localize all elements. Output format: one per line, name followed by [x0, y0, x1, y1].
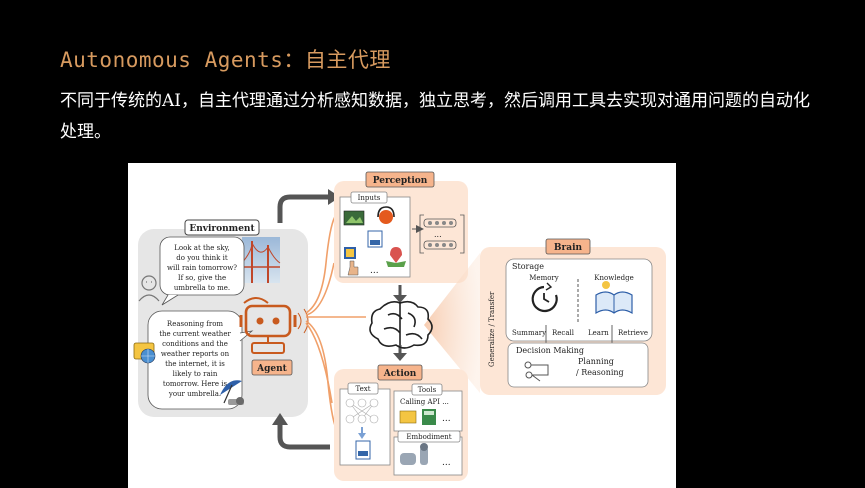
reasoning-label: / Reasoning — [576, 368, 624, 377]
agent-bubble-line-7: tomorrow. Here is — [163, 380, 228, 388]
decision-making-label: Decision Making — [516, 346, 584, 355]
slide-description: 不同于传统的AI，自主代理通过分析感知数据，独立思考，然后调用工具去实现对通用问… — [60, 91, 810, 142]
action-panel: Action Text Tools Calling API ... ... Em… — [334, 364, 468, 481]
brain-panel: Brain Generalize / Transfer Storage Memo… — [480, 238, 666, 395]
agent-bubble-line-2: the current weather — [159, 330, 231, 338]
agent-bubble-line-6: likely to rain — [173, 370, 218, 378]
bridge-photo — [242, 237, 280, 283]
human-speech-bubble: Look at the sky, do you think it will ra… — [159, 236, 245, 306]
action-label: Action — [383, 369, 417, 379]
knowledge-book-icon — [595, 281, 633, 315]
agent-label: Agent — [256, 364, 288, 374]
audio-input-icon — [377, 206, 395, 224]
agent-bubble-line-8: your umbrella. — [168, 390, 221, 398]
umbrella-icon — [220, 380, 242, 404]
embedding-ellipsis: ... — [434, 230, 442, 239]
human-bubble-line-3: will rain tomorrow? — [167, 264, 237, 272]
agent-bubble-line-1: Reasoning from — [167, 320, 224, 328]
learn-label: Learn — [588, 329, 609, 337]
environment-panel: Environment Look at the sky, do you thin… — [133, 219, 308, 417]
agent-diagram: Environment Look at the sky, do you thin… — [128, 163, 676, 488]
touch-input-icon — [347, 260, 359, 276]
generalize-transfer-label: Generalize / Transfer — [488, 291, 496, 367]
brain-icon — [369, 300, 433, 349]
tools-label: Tools — [418, 386, 437, 394]
robot-hand-icon — [400, 443, 428, 465]
human-bubble-line-1: Look at the sky, — [174, 244, 230, 252]
planning-flow-icon — [524, 361, 549, 382]
folder-icon — [399, 410, 417, 424]
recall-label: Recall — [552, 329, 575, 337]
environment-to-perception-arrow — [277, 194, 330, 223]
perception-panel: Perception Inputs ... ... — [334, 171, 468, 283]
brain-label: Brain — [554, 243, 583, 253]
robot-arm-icon — [228, 397, 244, 405]
slide-title: Autonomous Agents：自主代理 — [60, 48, 391, 72]
human-icon — [138, 275, 160, 302]
embodiment-label: Embodiment — [406, 433, 451, 441]
human-bubble-line-4: If so, give the — [178, 274, 226, 282]
summary-label: Summary — [512, 329, 546, 337]
document-output-icon — [355, 440, 371, 460]
perception-label: Perception — [373, 176, 428, 186]
agent-speech-bubble: Reasoning from the current weather condi… — [147, 310, 254, 410]
embedding-tokens — [419, 214, 465, 254]
brain-beam — [424, 253, 480, 393]
bridge-image — [241, 241, 281, 283]
inputs-label: Inputs — [358, 194, 381, 202]
location-input-icon — [386, 247, 406, 267]
token-network-icon — [345, 398, 379, 424]
sensor-input-icon — [344, 247, 356, 259]
memory-label: Memory — [529, 274, 559, 282]
agent-bubble-line-5: the internet, it is — [165, 360, 225, 368]
human-bubble-line-5: umbrella to me. — [174, 284, 230, 292]
agent-robot-icon — [239, 297, 309, 354]
knowledge-label: Knowledge — [594, 274, 633, 282]
perception-inputs-ellipsis: ... — [370, 266, 379, 276]
globe-browser-icon — [133, 342, 156, 364]
agent-bubble-line-3: conditions and the — [162, 340, 228, 348]
environment-label: Environment — [189, 224, 255, 234]
tools-ellipsis: ... — [442, 414, 451, 424]
text-label: Text — [355, 385, 370, 393]
memory-clock-icon — [531, 282, 558, 313]
planning-label: Planning — [578, 357, 614, 366]
storage-label: Storage — [512, 262, 544, 271]
human-bubble-line-2: do you think it — [176, 254, 228, 262]
agent-bubble-line-4: weather reports on — [161, 350, 230, 358]
calling-api-label: Calling API ... — [400, 398, 449, 406]
retrieve-label: Retrieve — [618, 329, 648, 337]
calculator-icon — [422, 409, 436, 425]
embodiment-ellipsis: ... — [442, 458, 451, 468]
action-to-environment-arrow — [277, 423, 330, 450]
